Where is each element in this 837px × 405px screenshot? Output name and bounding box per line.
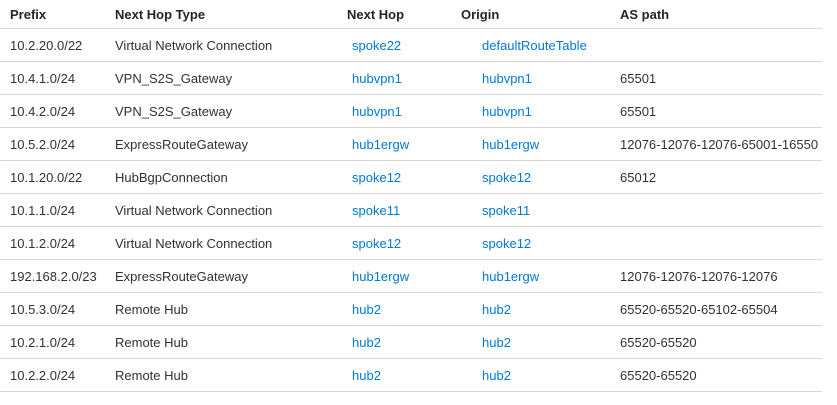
next-hop-link[interactable]: hub1ergw xyxy=(352,268,410,284)
effective-routes-table: Prefix Next Hop Type Next Hop Origin AS … xyxy=(0,0,822,392)
origin-link[interactable]: hubvpn1 xyxy=(482,103,532,119)
cell-as-path: 65520-65520-65102-65504 xyxy=(620,292,822,326)
table-row: 10.4.1.0/24 VPN_S2S_Gateway hubvpn1 hubv… xyxy=(0,61,822,95)
cell-prefix: 10.2.1.0/24 xyxy=(0,325,115,359)
next-hop-link[interactable]: spoke22 xyxy=(352,37,402,53)
cell-prefix: 10.5.2.0/24 xyxy=(0,127,115,161)
cell-prefix: 10.1.1.0/24 xyxy=(0,193,115,227)
cell-prefix: 192.168.2.0/23 xyxy=(0,259,115,293)
next-hop-link[interactable]: spoke12 xyxy=(352,169,402,185)
cell-next-hop-type: Virtual Network Connection xyxy=(115,226,347,260)
cell-next-hop-type: VPN_S2S_Gateway xyxy=(115,61,347,95)
cell-prefix: 10.5.3.0/24 xyxy=(0,292,115,326)
table-row: 10.2.20.0/22 Virtual Network Connection … xyxy=(0,28,822,62)
cell-next-hop-type: ExpressRouteGateway xyxy=(115,259,347,293)
origin-link[interactable]: hub1ergw xyxy=(482,136,540,152)
next-hop-link[interactable]: hub2 xyxy=(352,334,381,350)
next-hop-link[interactable]: spoke11 xyxy=(352,202,401,218)
next-hop-link[interactable]: hub2 xyxy=(352,367,381,383)
origin-link[interactable]: hubvpn1 xyxy=(482,70,532,86)
origin-link[interactable]: hub2 xyxy=(482,334,511,350)
origin-link[interactable]: spoke11 xyxy=(482,202,531,218)
cell-as-path: 65012 xyxy=(620,160,822,194)
column-header-next-hop-type: Next Hop Type xyxy=(115,0,347,29)
table-row: 192.168.2.0/23 ExpressRouteGateway hub1e… xyxy=(0,259,822,293)
table-header-row: Prefix Next Hop Type Next Hop Origin AS … xyxy=(0,0,822,29)
cell-as-path xyxy=(620,193,822,227)
cell-next-hop-type: ExpressRouteGateway xyxy=(115,127,347,161)
next-hop-link[interactable]: spoke12 xyxy=(352,235,402,251)
cell-next-hop-type: Remote Hub xyxy=(115,292,347,326)
column-header-origin: Origin xyxy=(461,0,620,29)
cell-next-hop-type: VPN_S2S_Gateway xyxy=(115,94,347,128)
table-row: 10.1.2.0/24 Virtual Network Connection s… xyxy=(0,226,822,260)
cell-next-hop-type: HubBgpConnection xyxy=(115,160,347,194)
cell-as-path: 12076-12076-12076-12076 xyxy=(620,259,822,293)
cell-as-path xyxy=(620,226,822,260)
origin-link[interactable]: hub2 xyxy=(482,367,511,383)
table-row: 10.5.2.0/24 ExpressRouteGateway hub1ergw… xyxy=(0,127,822,161)
table-body: 10.2.20.0/22 Virtual Network Connection … xyxy=(0,28,822,392)
cell-as-path: 65501 xyxy=(620,61,822,95)
cell-as-path: 65520-65520 xyxy=(620,325,822,359)
column-header-next-hop: Next Hop xyxy=(347,0,461,29)
origin-link[interactable]: spoke12 xyxy=(482,169,532,185)
table-row: 10.5.3.0/24 Remote Hub hub2 hub2 65520-6… xyxy=(0,292,822,326)
next-hop-link[interactable]: hubvpn1 xyxy=(352,70,402,86)
cell-as-path xyxy=(620,28,822,62)
table-row: 10.2.1.0/24 Remote Hub hub2 hub2 65520-6… xyxy=(0,325,822,359)
next-hop-link[interactable]: hub2 xyxy=(352,301,381,317)
cell-prefix: 10.1.20.0/22 xyxy=(0,160,115,194)
table-row: 10.4.2.0/24 VPN_S2S_Gateway hubvpn1 hubv… xyxy=(0,94,822,128)
table-row: 10.1.1.0/24 Virtual Network Connection s… xyxy=(0,193,822,227)
origin-link[interactable]: spoke12 xyxy=(482,235,532,251)
column-header-as-path: AS path xyxy=(620,0,822,29)
next-hop-link[interactable]: hubvpn1 xyxy=(352,103,402,119)
cell-prefix: 10.2.2.0/24 xyxy=(0,358,115,392)
cell-prefix: 10.4.2.0/24 xyxy=(0,94,115,128)
table-row: 10.1.20.0/22 HubBgpConnection spoke12 sp… xyxy=(0,160,822,194)
cell-as-path: 12076-12076-12076-65001-16550 xyxy=(620,127,822,161)
cell-prefix: 10.4.1.0/24 xyxy=(0,61,115,95)
cell-next-hop-type: Virtual Network Connection xyxy=(115,193,347,227)
cell-prefix: 10.1.2.0/24 xyxy=(0,226,115,260)
cell-prefix: 10.2.20.0/22 xyxy=(0,28,115,62)
column-header-prefix: Prefix xyxy=(0,0,115,29)
origin-link[interactable]: hub2 xyxy=(482,301,511,317)
cell-as-path: 65520-65520 xyxy=(620,358,822,392)
origin-link[interactable]: hub1ergw xyxy=(482,268,540,284)
cell-next-hop-type: Remote Hub xyxy=(115,358,347,392)
cell-as-path: 65501 xyxy=(620,94,822,128)
table-row: 10.2.2.0/24 Remote Hub hub2 hub2 65520-6… xyxy=(0,358,822,392)
cell-next-hop-type: Remote Hub xyxy=(115,325,347,359)
origin-link[interactable]: defaultRouteTable xyxy=(482,37,587,53)
next-hop-link[interactable]: hub1ergw xyxy=(352,136,410,152)
cell-next-hop-type: Virtual Network Connection xyxy=(115,28,347,62)
